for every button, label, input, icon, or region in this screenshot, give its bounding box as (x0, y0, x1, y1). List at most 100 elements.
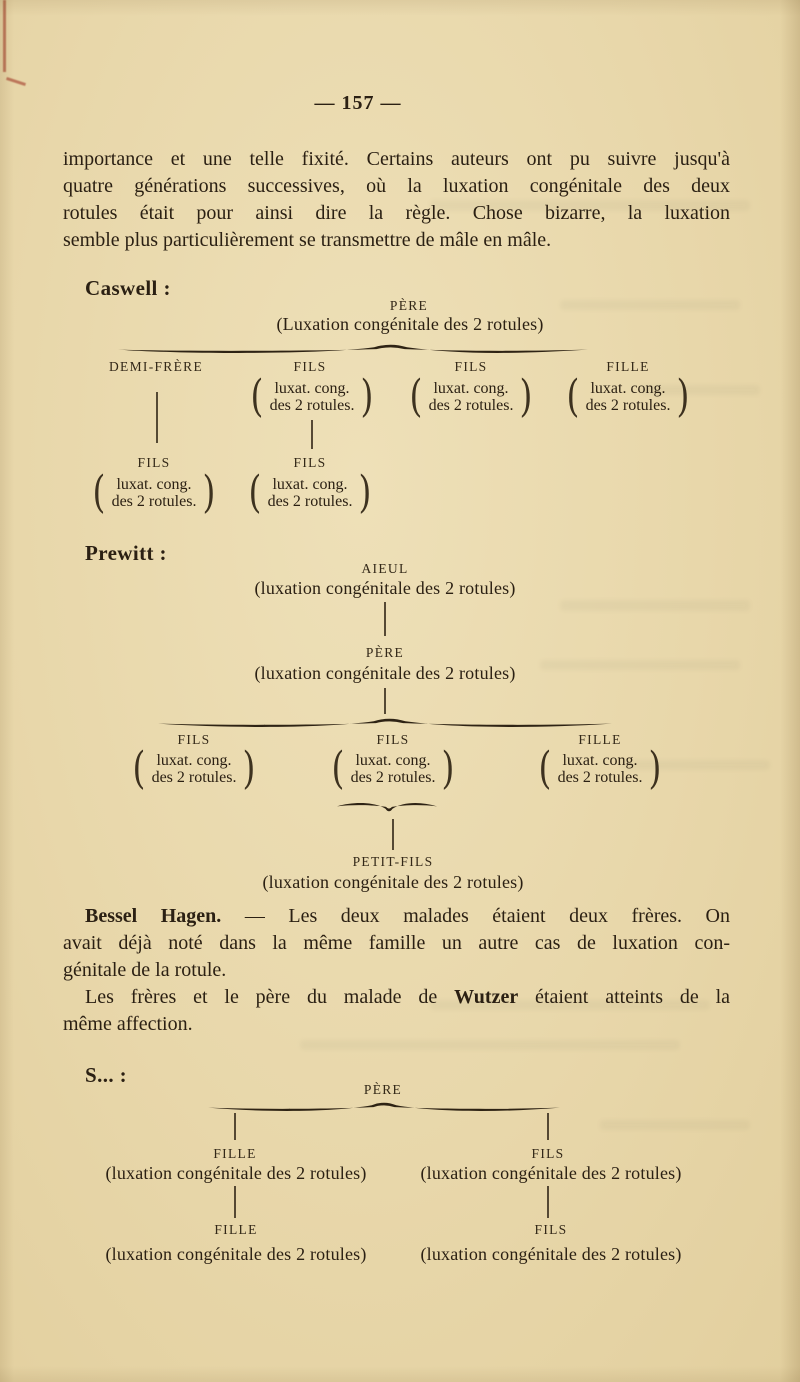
lineage-line (234, 1186, 236, 1218)
caswell-fils1-note: ( luxat. cong.des 2 rotules. ) (248, 375, 375, 419)
note-line: des 2 rotules. (269, 397, 355, 414)
close-paren: ) (441, 743, 455, 794)
s-gen2-fille-note: (luxation congénitale des 2 rotules) (105, 1244, 367, 1264)
showthrough-smudge (300, 1040, 680, 1050)
lineage-line (311, 420, 313, 449)
close-paren: ) (202, 467, 216, 518)
close-paren: ) (242, 743, 256, 794)
prewitt-fille-label: FILLE (578, 732, 622, 747)
note-line: des 2 rotules. (557, 769, 643, 786)
caswell-gen2-fils2-label: FILS (293, 455, 327, 470)
prewitt-fils2-note: ( luxat. cong.des 2 rotules. ) (329, 743, 456, 794)
open-paren: ( (566, 371, 580, 422)
note-line: luxat. cong. (272, 475, 348, 493)
pedigree-brace (208, 1102, 560, 1111)
bessel-paragraph: Bessel Hagen. — Les deux malades étaient… (63, 903, 730, 1038)
close-paren: ) (519, 371, 533, 422)
close-paren: ) (358, 467, 372, 518)
s-gen2-fils-note: (luxation congénitale des 2 rotules) (420, 1244, 682, 1264)
intro-line: importance et une telle fixité. Certains… (63, 148, 730, 170)
intro-line: rotules était pour ainsi dire la règle. … (63, 202, 730, 224)
bessel-line: Les frères et le père du malade de Wutze… (63, 984, 730, 1011)
prewitt-fils1-note: ( luxat. cong.des 2 rotules. ) (130, 743, 257, 794)
s-gen2-fils-label: FILS (534, 1222, 568, 1237)
showthrough-smudge (600, 1120, 750, 1130)
note-line: luxat. cong. (433, 379, 509, 397)
note-line: des 2 rotules. (151, 769, 237, 786)
section-heading-prewitt: Prewitt : (85, 541, 167, 565)
prewitt-aieul-label: AIEUL (361, 561, 409, 576)
wutzer-name: Wutzer (454, 986, 519, 1008)
caswell-fils2-note: ( luxat. cong.des 2 rotules. ) (407, 371, 534, 422)
lineage-line (547, 1113, 549, 1140)
open-paren: ( (538, 743, 552, 794)
showthrough-smudge (560, 300, 740, 310)
pedigree-brace (158, 718, 612, 727)
showthrough-smudge (540, 660, 740, 670)
note-line: des 2 rotules. (350, 769, 436, 786)
bessel-line-text: étaient atteints de la (518, 986, 730, 1008)
page-number: — 157 — (314, 92, 402, 114)
lineage-line (392, 819, 394, 850)
note-line: luxat. cong. (562, 751, 638, 769)
pedigree-brace (337, 803, 437, 812)
open-paren: ( (331, 743, 345, 794)
caswell-fils2-label: FILS (454, 359, 488, 374)
open-paren: ( (92, 467, 106, 518)
s-pere-label: PÈRE (363, 1082, 403, 1097)
bessel-line-text: — Les deux malades étaient deux frères. … (221, 905, 730, 927)
caswell-gen2-fils2-note: ( luxat. cong.des 2 rotules. ) (246, 467, 373, 518)
note-line: des 2 rotules. (428, 397, 514, 414)
note-line: luxat. cong. (274, 379, 350, 397)
prewitt-fils1-label: FILS (177, 732, 211, 747)
bessel-line: Bessel Hagen. — Les deux malades étaient… (63, 903, 730, 930)
prewitt-petitfils-label: PETIT-FILS (352, 854, 434, 869)
caswell-fille-label: FILLE (606, 359, 650, 374)
note-line: des 2 rotules. (585, 397, 671, 414)
prewitt-pere-note: (luxation congénitale des 2 rotules) (254, 663, 516, 683)
showthrough-smudge (560, 600, 750, 611)
bessel-line: génitale de la rotule. (63, 959, 227, 981)
note-line: des 2 rotules. (267, 493, 353, 510)
close-paren: ) (676, 371, 690, 422)
prewitt-fille-note: ( luxat. cong.des 2 rotules. ) (536, 743, 663, 794)
close-paren: ) (648, 743, 662, 794)
s-gen1-fils-label: FILS (531, 1146, 565, 1161)
caswell-demifrere-label: DEMI-FRÈRE (109, 359, 203, 374)
open-paren: ( (248, 467, 262, 518)
prewitt-petitfils-note: (luxation congénitale des 2 rotules) (262, 872, 524, 892)
lineage-line (384, 688, 386, 714)
prewitt-fils2-label: FILS (376, 732, 410, 747)
lineage-line (384, 602, 386, 636)
pedigree-brace (118, 344, 588, 353)
note-line: luxat. cong. (355, 751, 431, 769)
open-paren: ( (409, 371, 423, 422)
caswell-fille-note: ( luxat. cong.des 2 rotules. ) (564, 371, 691, 422)
section-heading-s: S... : (85, 1063, 128, 1087)
intro-line: semble plus particulièrement se transmet… (63, 229, 552, 251)
note-line: des 2 rotules. (111, 493, 197, 510)
open-paren: ( (132, 743, 146, 794)
prewitt-pere-label: PÈRE (365, 645, 405, 660)
caswell-gen2-fils1-label: FILS (137, 455, 171, 470)
caswell-gen2-fils1-note: ( luxat. cong.des 2 rotules. ) (90, 467, 217, 518)
caswell-fils1-label: FILS (293, 359, 327, 374)
intro-paragraph: importance et une telle fixité. Certains… (63, 146, 730, 254)
lineage-line (234, 1113, 236, 1140)
bessel-line: avait déjà noté dans la même famille un … (63, 932, 730, 954)
caswell-pere-note: (Luxation congénitale des 2 rotules) (276, 314, 544, 334)
caswell-pere-label: PÈRE (389, 298, 429, 313)
bessel-line-text: Les frères et le père du malade de (85, 986, 455, 1008)
prewitt-aieul-note: (luxation congénitale des 2 rotules) (254, 578, 516, 598)
lineage-line (547, 1186, 549, 1218)
s-gen1-fils-note: (luxation congénitale des 2 rotules) (420, 1163, 682, 1183)
s-gen2-fille-label: FILLE (214, 1222, 258, 1237)
bessel-line: même affection. (63, 1013, 193, 1035)
bessel-hagen-name: Bessel Hagen. (85, 905, 222, 927)
s-gen1-fille-note: (luxation congénitale des 2 rotules) (105, 1163, 367, 1183)
note-line: luxat. cong. (156, 751, 232, 769)
page-edge-mark (3, 0, 6, 72)
page-edge-mark (6, 76, 26, 87)
lineage-line (156, 392, 158, 443)
